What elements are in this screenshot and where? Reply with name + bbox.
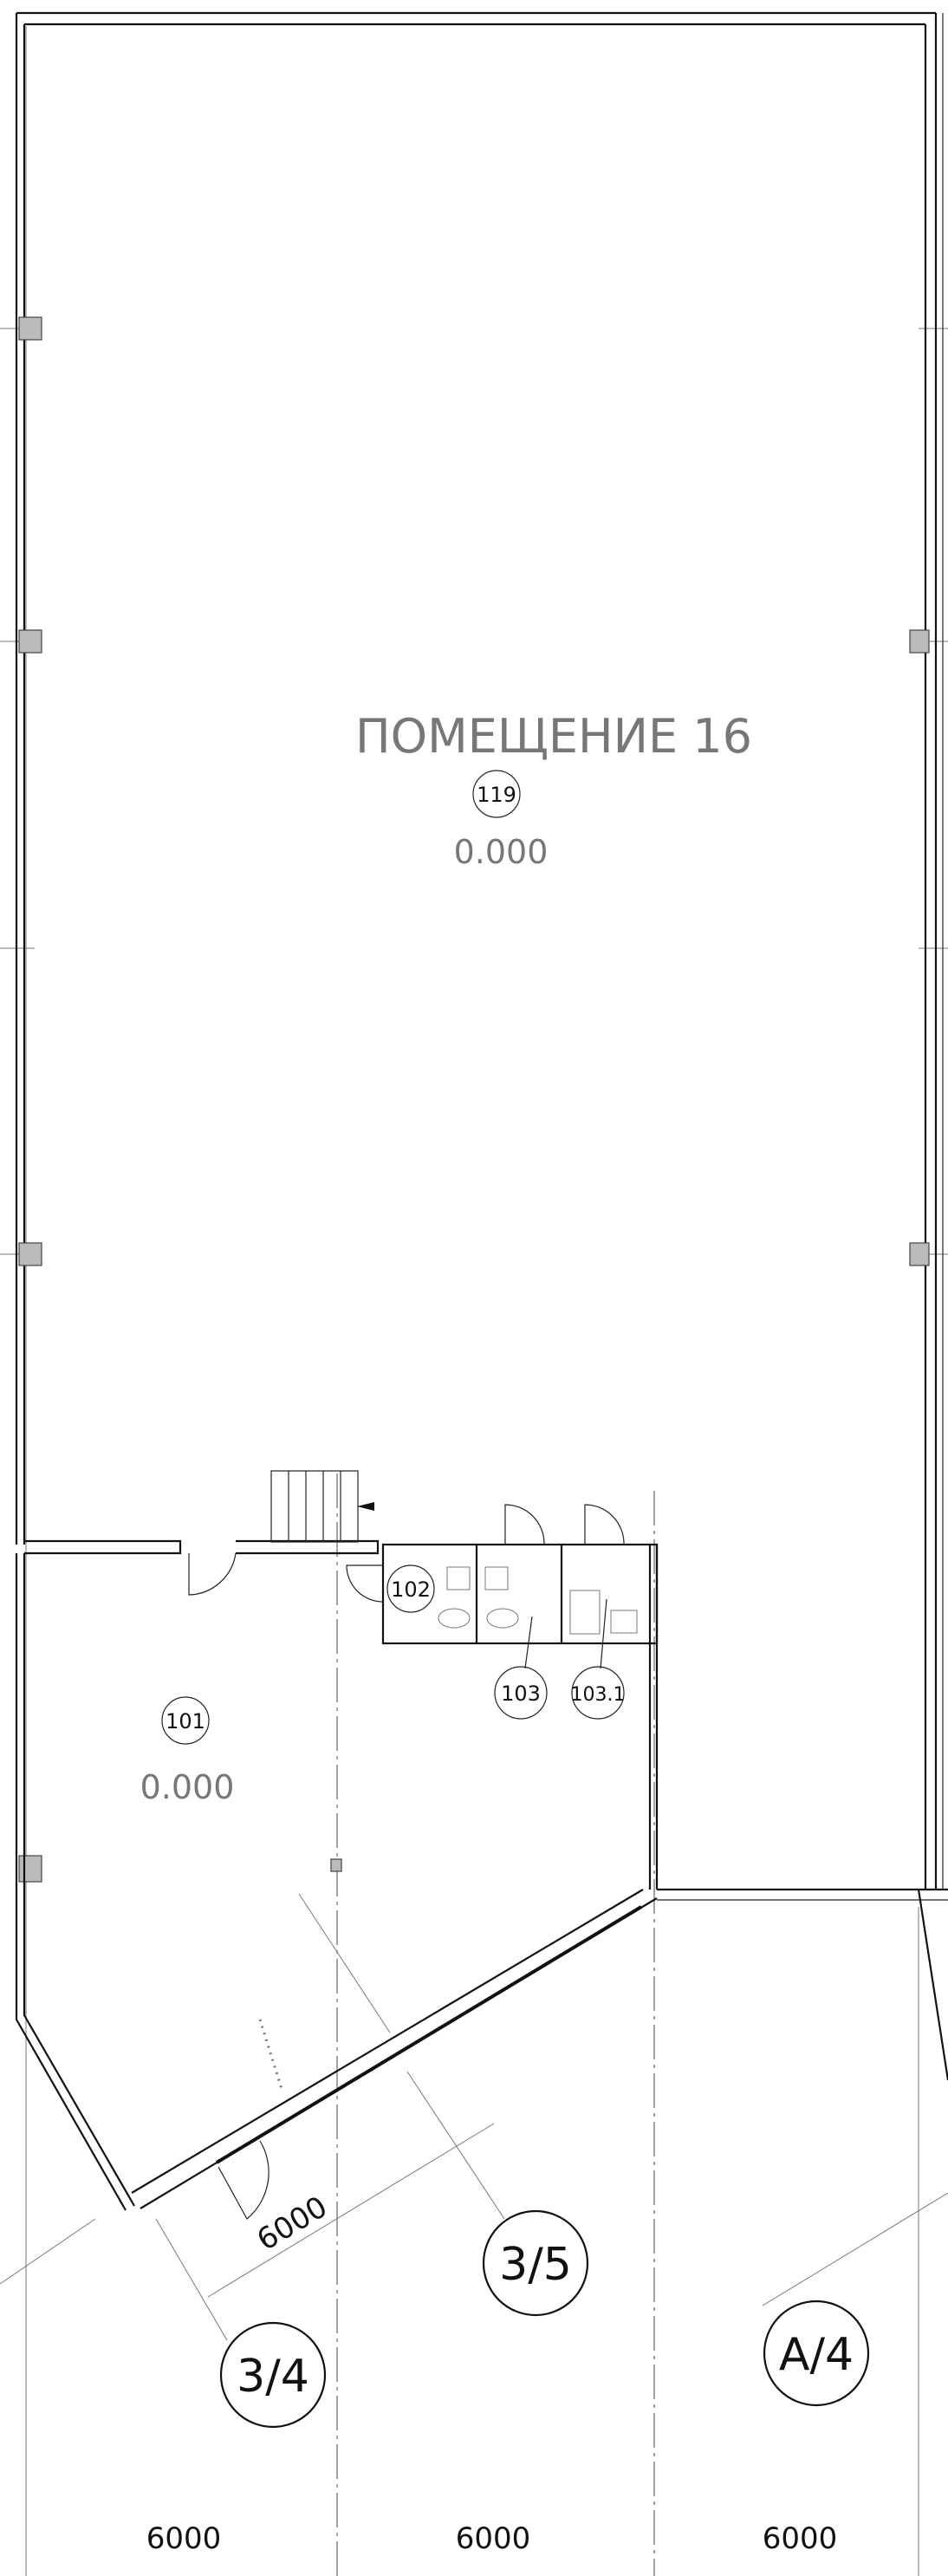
main-room-name: ПОМЕЩЕНИЕ 16	[355, 709, 752, 764]
grid-label-3-5: 3/5	[499, 2239, 572, 2291]
room-number-bubble	[472, 770, 521, 818]
bottom-dimension-3: 6000	[763, 2521, 838, 2556]
grid-label-a-4: A/4	[779, 2329, 854, 2381]
columns	[18, 316, 930, 1883]
grid-bubble-3-4	[219, 2321, 327, 2429]
room-102-number: 102	[391, 1577, 431, 1602]
grid-bubble-a-4	[763, 2300, 870, 2407]
diagonal-dimension: 6000	[251, 2189, 334, 2258]
grid-label-3-4: 3/4	[237, 2351, 309, 2403]
room-103-1-number: 103.1	[571, 1684, 626, 1706]
bottom-dimension-2: 6000	[456, 2521, 531, 2556]
room-103-bubble	[494, 1666, 548, 1720]
room-101-bubble	[161, 1696, 210, 1745]
room-103-1-bubble	[571, 1666, 625, 1720]
grid-lines	[0, 26, 948, 2576]
main-room-number: 119	[477, 783, 516, 807]
stair	[270, 1470, 374, 1543]
room-101-elevation: 0.000	[140, 1768, 235, 1806]
main-room-elevation: 0.000	[454, 833, 549, 871]
grid-bubble-3-5	[482, 2209, 589, 2317]
room-102-bubble	[386, 1564, 435, 1613]
diagonal-dimension-line	[207, 2123, 495, 2298]
room-101-walls	[15, 1539, 948, 2220]
room-101-number: 101	[166, 1709, 205, 1734]
room-103-number: 103	[501, 1682, 541, 1706]
outer-walls	[15, 11, 944, 1890]
bottom-dimension-1: 6000	[146, 2521, 222, 2556]
toilet-block	[346, 1504, 659, 1669]
